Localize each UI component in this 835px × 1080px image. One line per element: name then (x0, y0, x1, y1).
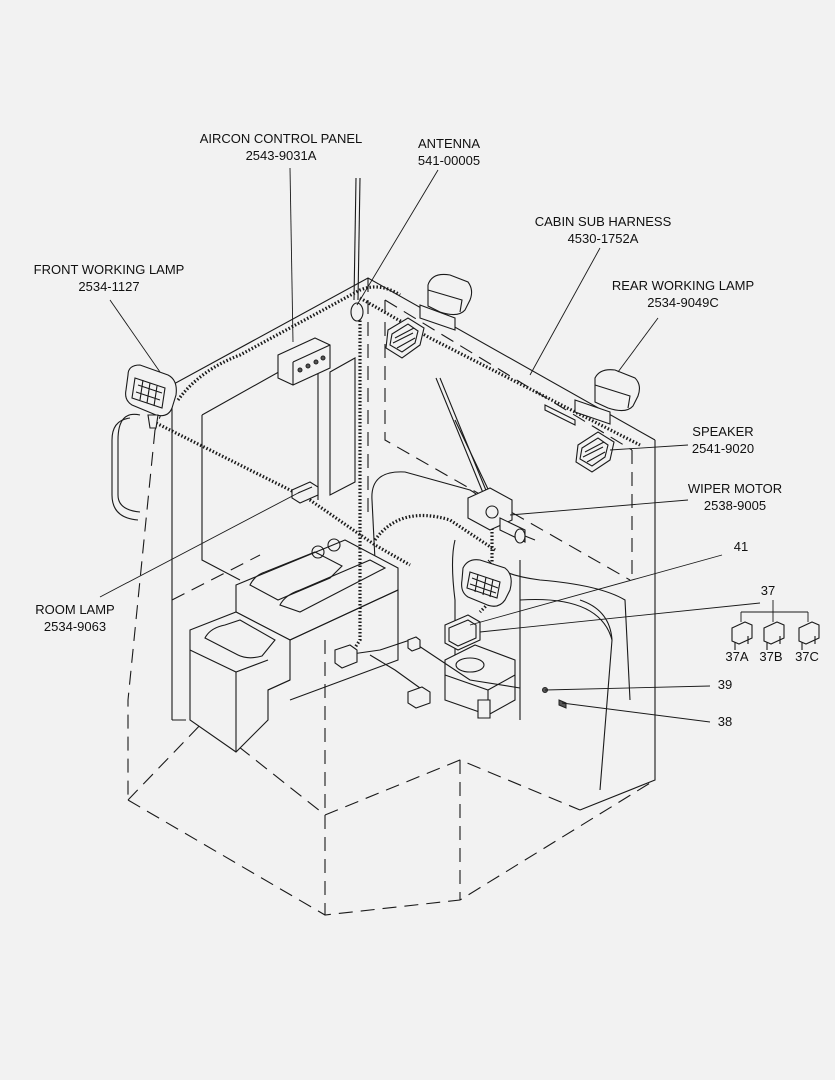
speaker-name: SPEAKER (692, 424, 753, 439)
speaker-parts (385, 317, 615, 473)
front-working-lamp-part (111, 364, 177, 521)
cabin-sub-harness-part-no: 4530-1752A (568, 231, 639, 246)
fuse-parts (731, 600, 820, 650)
item-37a-label: 37A (725, 649, 748, 664)
aircon-control-panel-part (277, 337, 331, 386)
controller-part (334, 614, 567, 709)
antenna-part (350, 177, 364, 322)
antenna-part-no: 541-00005 (418, 153, 480, 168)
item-37c-label: 37C (795, 649, 819, 664)
cabin-frame (127, 277, 656, 916)
room-lamp-part-no: 2534-9063 (44, 619, 106, 634)
room-lamp-part (291, 481, 319, 504)
leader-lines (99, 167, 761, 723)
wiper-part (435, 377, 536, 544)
speaker-part-no: 2541-9020 (692, 441, 754, 456)
item-37-label: 37 (761, 583, 775, 598)
item-37b-label: 37B (759, 649, 782, 664)
wiper-motor-name: WIPER MOTOR (688, 481, 782, 496)
aircon-control-panel-name: AIRCON CONTROL PANEL (200, 131, 363, 146)
front-working-lamp-part-no: 2534-1127 (78, 279, 139, 294)
rear-working-lamp-name: REAR WORKING LAMP (612, 278, 754, 293)
item-39-label: 39 (718, 677, 732, 692)
item-41-label: 41 (734, 539, 748, 554)
wiper-motor-part-no: 2538-9005 (704, 498, 766, 513)
front-working-lamp-name: FRONT WORKING LAMP (34, 262, 185, 277)
rear-working-lamp-parts (419, 273, 641, 426)
room-lamp-name: ROOM LAMP (35, 602, 114, 617)
cabin-sub-harness-name: CABIN SUB HARNESS (535, 214, 672, 229)
rear-working-lamp-part-no: 2534-9049C (647, 295, 719, 310)
fuse-37c-icon (798, 621, 820, 650)
antenna-name: ANTENNA (418, 136, 480, 151)
cab-working-lamp-part (461, 559, 512, 607)
fuse-37b-icon (763, 621, 785, 650)
aircon-control-panel-part-no: 2543-9031A (246, 148, 317, 163)
item-38-label: 38 (718, 714, 732, 729)
labels: AIRCON CONTROL PANEL 2543-9031A ANTENNA … (34, 131, 819, 729)
fuse-37a-icon (731, 621, 753, 650)
